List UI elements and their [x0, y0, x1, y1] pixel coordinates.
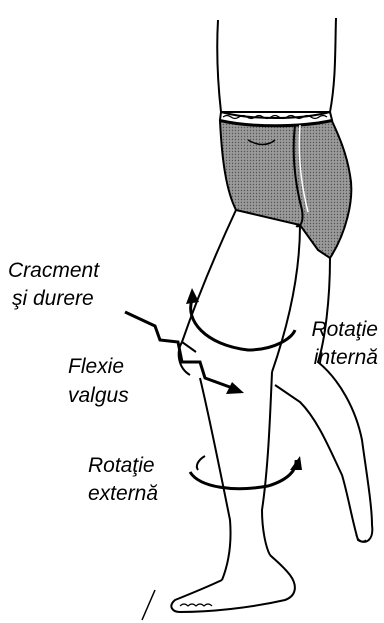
label-internal-rotation-line2: internă: [292, 346, 378, 370]
external-rotation-arrow: [190, 460, 296, 489]
injury-zigzag-arrow: [125, 312, 238, 390]
label-internal-rotation-line1: Rotaţie: [292, 318, 378, 342]
label-crack-line2: şi durere: [12, 287, 94, 311]
front-thigh: [182, 210, 236, 352]
back-leg: [275, 258, 372, 542]
internal-rotation-arrow: [191, 300, 295, 350]
label-flexion-line1: Flexie: [68, 355, 124, 379]
label-crack-line1: Cracment: [8, 259, 99, 283]
torso: [217, 18, 336, 112]
shorts: [220, 121, 351, 258]
front-foot: [171, 555, 294, 612]
front-shin: [200, 378, 231, 580]
label-external-rotation-line1: Rotaţie: [88, 454, 155, 478]
label-external-rotation-line2: externă: [88, 482, 158, 506]
label-flexion-line2: valgus: [68, 384, 129, 408]
ground-line: [142, 590, 155, 620]
